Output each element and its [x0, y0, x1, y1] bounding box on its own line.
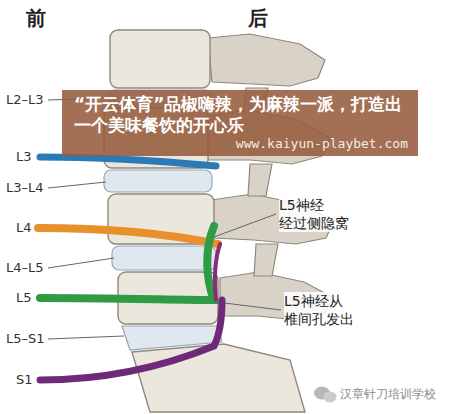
level-label: L5–S1: [6, 331, 45, 347]
level-label: L3–L4: [6, 180, 44, 196]
level-label: L3: [16, 149, 32, 165]
level-label: L4: [16, 220, 32, 236]
callout-text: L5神经从 椎间孔发出: [284, 292, 368, 328]
watermark-banner: “开云体育”品椒嗨辣，为麻辣一派，打造出一个美味餐饮的开心乐www.kaiyun…: [62, 90, 418, 156]
view-label: 后: [248, 6, 268, 30]
posterior-elements: [206, 34, 334, 320]
view-label: 前: [26, 6, 46, 30]
level-label: L2–L3: [6, 92, 44, 108]
vertebral-bodies: [104, 30, 305, 412]
banner-url: www.kaiyun-playbet.com: [74, 136, 408, 152]
callout-text: L5神经 经过侧隐窝: [279, 196, 363, 232]
wechat-icon: [314, 387, 337, 403]
level-label: L4–L5: [6, 260, 44, 276]
level-label: S1: [16, 372, 33, 388]
nerve-roots: [38, 157, 222, 380]
banner-text: “开云体育”品椒嗨辣，为麻辣一派，打造出一个美味餐饮的开心乐: [74, 94, 408, 136]
watermark: 汉章针刀培训学校: [340, 386, 436, 402]
level-label: L5: [16, 290, 32, 306]
